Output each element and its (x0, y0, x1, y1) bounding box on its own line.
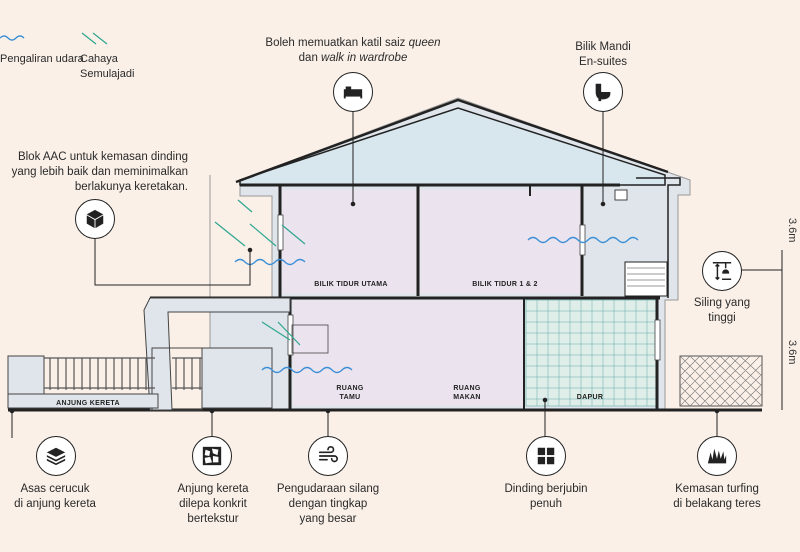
room-master: BILIK TIDUR UTAMA (314, 281, 388, 288)
leader-lines (9, 110, 783, 438)
daylight-legend-icon (81, 32, 108, 45)
rear-lattice-fence (679, 355, 763, 407)
bed-icon (333, 72, 373, 112)
airflow-icon (308, 436, 348, 476)
lower-height-dim: 3.6m (786, 340, 798, 365)
master-bedroom (282, 190, 418, 294)
toilet-icon (583, 72, 623, 112)
bedroom-1-2 (420, 190, 582, 294)
roof-line (235, 98, 669, 184)
tile-grid-icon (526, 436, 566, 476)
daylight-arrows (214, 199, 306, 346)
upper-height-dim: 3.6m (786, 218, 798, 243)
rain-gutter (636, 177, 681, 298)
roof-gable (239, 107, 666, 186)
living-dining (293, 300, 525, 406)
aac-block-icon (75, 199, 115, 239)
bath-fixture (614, 189, 668, 297)
legend-daylight-label: Cahaya Semulajadi (80, 53, 135, 80)
grass-icon (697, 436, 737, 476)
room-bedrooms: BILIK TIDUR 1 & 2 (472, 281, 538, 288)
wave-legend-icon (0, 35, 25, 41)
legend-airflow-label: Pengaliran udara (0, 53, 84, 65)
airflow-arrows (234, 236, 639, 374)
kitchen-tiles (525, 299, 657, 407)
high-ceiling-icon (702, 251, 742, 291)
room-porch: ANJUNG KERETA (56, 400, 120, 407)
textured-concrete-icon (192, 436, 232, 476)
bed-annotation: Boleh memuatkan katil saiz queen dan wal… (265, 37, 441, 64)
front-fence (44, 357, 202, 390)
room-kitchen: DAPUR (576, 394, 604, 401)
layers-icon (36, 436, 76, 476)
car-porch (7, 297, 291, 411)
